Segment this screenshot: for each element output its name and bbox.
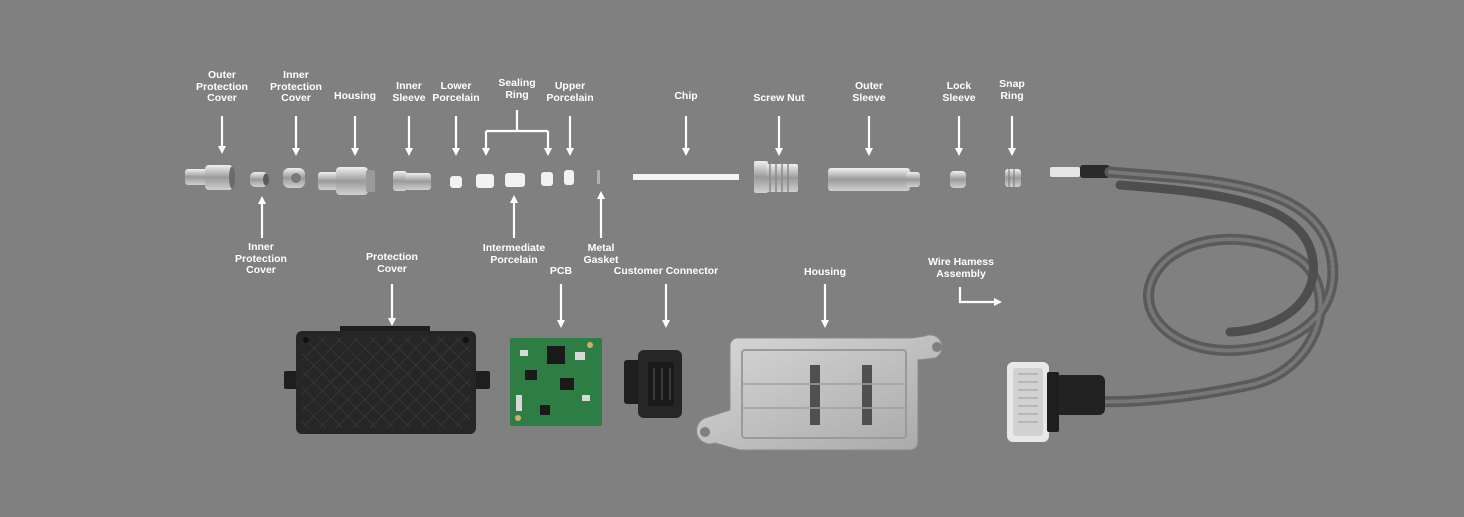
label-wire-harness-assembly: Wire Hamess Assembly bbox=[928, 256, 994, 280]
label-chip: Chip bbox=[674, 90, 698, 102]
label-outer-protection-cover: Outer Protection Cover bbox=[196, 69, 248, 104]
label-lock-sleeve: Lock Sleeve bbox=[942, 80, 976, 104]
part-protection-cover bbox=[284, 326, 490, 434]
label-metal-gasket: Metal Gasket bbox=[583, 242, 619, 266]
part-metal-gasket bbox=[597, 170, 600, 184]
arrows-top bbox=[218, 110, 1016, 156]
part-outer-sleeve bbox=[828, 168, 920, 191]
label-screw-nut: Screw Nut bbox=[753, 92, 805, 104]
arrows-bottom-down bbox=[388, 284, 1002, 328]
part-wire-harness bbox=[1007, 165, 1339, 442]
part-customer-connector bbox=[624, 350, 682, 418]
part-sealing-ring-1 bbox=[476, 174, 494, 188]
part-inner-protection-cover-2 bbox=[283, 168, 305, 188]
part-housing-top bbox=[318, 167, 375, 195]
label-inner-protection-cover-bottom: Inner Protection Cover bbox=[235, 241, 287, 276]
part-sealing-ring-2 bbox=[541, 172, 553, 186]
label-upper-porcelain: Upper Porcelain bbox=[546, 80, 594, 104]
label-inner-sleeve: Inner Sleeve bbox=[392, 80, 426, 104]
label-intermediate-porcelain: Intermediate Porcelain bbox=[482, 242, 546, 266]
label-protection-cover: Protection Cover bbox=[366, 251, 418, 275]
part-chip bbox=[633, 174, 739, 180]
part-housing-bottom bbox=[696, 334, 943, 451]
part-outer-protection-cover bbox=[185, 165, 235, 190]
arrow-sealing-ring-stem bbox=[486, 110, 548, 133]
part-lock-sleeve bbox=[950, 171, 966, 188]
label-customer-connector: Customer Connector bbox=[613, 265, 719, 277]
arrow-wire-harness bbox=[958, 287, 1002, 306]
label-sealing-ring: Sealing Ring bbox=[498, 77, 536, 101]
label-housing-bottom: Housing bbox=[804, 266, 846, 278]
arrows-bottom-up bbox=[258, 191, 605, 238]
label-housing-top: Housing bbox=[334, 90, 376, 102]
part-screw-nut bbox=[754, 161, 798, 193]
label-lower-porcelain: Lower Porcelain bbox=[432, 80, 480, 104]
part-lower-porcelain bbox=[450, 176, 462, 188]
part-snap-ring bbox=[1005, 169, 1021, 187]
part-upper-porcelain bbox=[564, 170, 574, 185]
label-pcb: PCB bbox=[549, 265, 573, 277]
part-inner-protection-cover-1 bbox=[250, 172, 269, 187]
part-pcb bbox=[510, 338, 602, 426]
label-inner-protection-cover-top: Inner Protection Cover bbox=[270, 69, 322, 104]
part-intermediate-porcelain bbox=[505, 173, 525, 187]
part-inner-sleeve bbox=[393, 171, 431, 191]
label-outer-sleeve: Outer Sleeve bbox=[852, 80, 886, 104]
label-snap-ring: Snap Ring bbox=[999, 78, 1025, 102]
